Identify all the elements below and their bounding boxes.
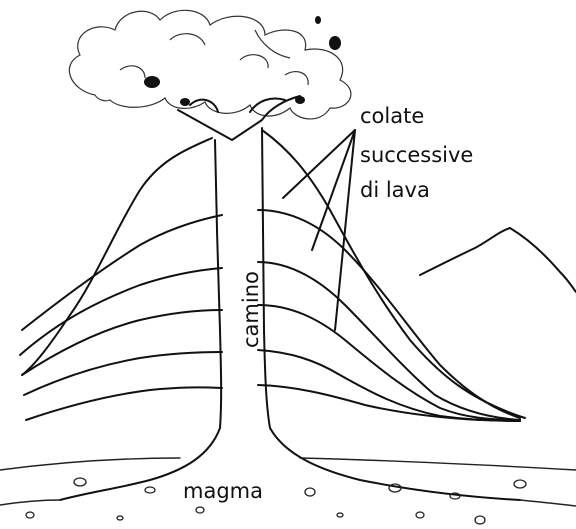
ground-rocks <box>26 478 526 524</box>
background-mountain <box>420 228 576 292</box>
volcanic-bombs <box>144 16 341 106</box>
conduit-label: camino <box>239 271 263 348</box>
lava-label-line-3: di lava <box>360 178 430 202</box>
lava-flow-layers <box>20 210 520 421</box>
crater <box>178 96 300 140</box>
lava-label-line-1: colate <box>360 104 424 128</box>
lava-flows-label: colate successive di lava <box>360 104 473 202</box>
magma-label: magma <box>183 479 263 503</box>
conduit-walls <box>60 128 520 500</box>
lava-label-line-2: successive <box>360 143 473 167</box>
lava-pointer-lines <box>283 130 355 330</box>
